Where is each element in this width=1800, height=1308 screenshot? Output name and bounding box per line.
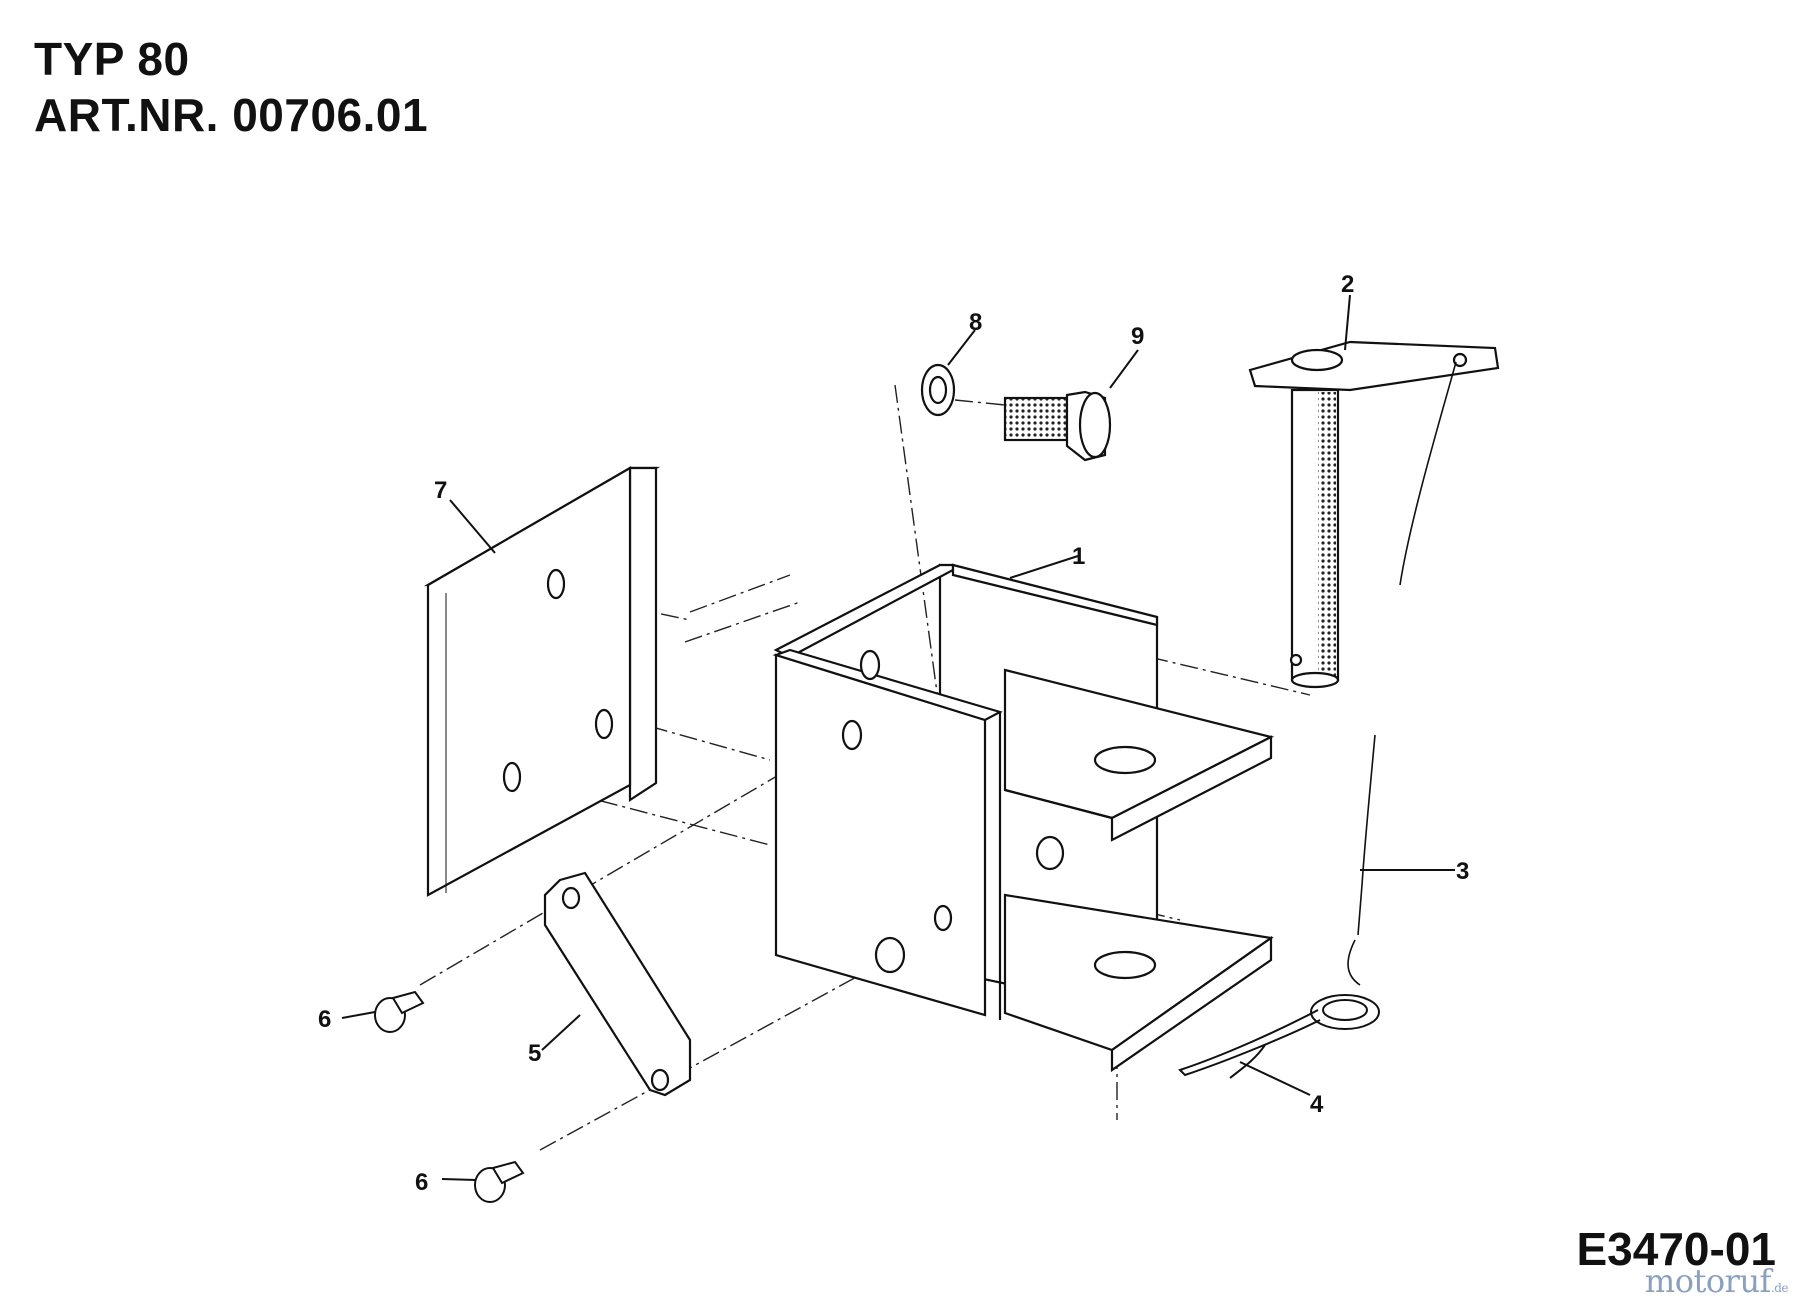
pin-icon: [1248, 340, 1500, 689]
callout-8: 8: [969, 309, 982, 336]
callout-leaders: [341, 294, 1455, 1181]
callout-9: 9: [1131, 323, 1144, 350]
plate-icon: [543, 871, 692, 1097]
bracket-icon: [772, 563, 1275, 1073]
callout-5: 5: [528, 1040, 541, 1067]
callout-7: 7: [434, 477, 447, 504]
washer-icon: [920, 363, 956, 417]
clip-icon: [1178, 994, 1380, 1079]
bolt-icon: [1003, 390, 1112, 462]
callout-4: 4: [1310, 1091, 1324, 1118]
callout-2: 2: [1341, 271, 1354, 298]
rivet-icon: [374, 990, 525, 1203]
pad-icon: [423, 466, 661, 897]
lanyard-icon: [1347, 734, 1376, 986]
type-label: TYP 80: [34, 33, 190, 85]
article-number-label: ART.NR. 00706.01: [34, 89, 429, 141]
callout-6b: 6: [415, 1169, 428, 1196]
callout-3: 3: [1456, 858, 1469, 885]
watermark-name: motoruf: [1644, 1262, 1771, 1300]
watermark-logo: motoruf.de: [1644, 1262, 1789, 1300]
drawing-number: E3470-01: [1576, 1223, 1777, 1275]
watermark-tld: .de: [1770, 1281, 1789, 1295]
callout-6a: 6: [318, 1006, 331, 1033]
callout-1: 1: [1072, 543, 1085, 570]
